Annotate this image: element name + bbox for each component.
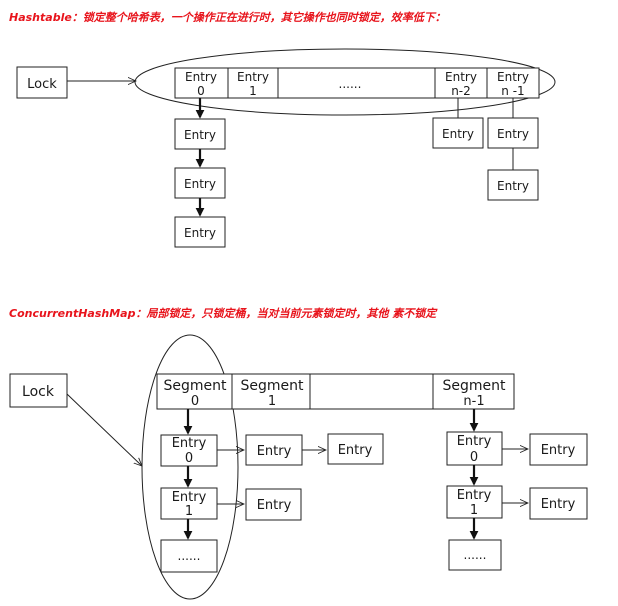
hashtable-diagram: Lock Entry 0 Entry 1 ...... Entry n-2 En…	[16, 48, 556, 248]
hashtable-cell-n-2-index: n-2	[451, 84, 471, 98]
hashtable-chain-n-1-entry-b	[487, 169, 539, 201]
concurrent-segn-row0-entry-label: Entry	[541, 443, 576, 458]
concurrent-lock-label: Lock	[22, 384, 55, 400]
concurrent-segn-row0-entry	[529, 433, 588, 466]
concurrent-segn-row1-entry-label: Entry	[541, 497, 576, 512]
concurrent-lock-oval	[141, 334, 239, 600]
concurrent-seg0-entry-0-index: 0	[185, 451, 193, 466]
concurrent-segn-ellipsis-label: ......	[464, 548, 487, 562]
concurrent-heading: ConcurrentHashMap：局部锁定，只锁定桶，当对当前元素锁定时，其他…	[9, 307, 437, 320]
concurrent-segn-ellipsis-box	[448, 539, 502, 571]
concurrent-segment-1	[231, 373, 311, 410]
concurrent-segment-n-1-label: Segment	[443, 378, 507, 394]
concurrent-segment-0	[156, 373, 233, 410]
hashtable-heading: Hashtable：锁定整个哈希表，一个操作正在进行时，其它操作也同时锁定，效率…	[9, 11, 446, 24]
hashtable-chain-0-entry-a-label: Entry	[184, 128, 216, 142]
hashtable-chain-0-entry-c-label: Entry	[184, 226, 216, 240]
concurrent-lock-box	[9, 373, 68, 408]
hashtable-cell-n-2-label: Entry	[445, 70, 477, 84]
hashtable-chain-n-1-entry-b-label: Entry	[497, 179, 529, 193]
hashtable-chain-n-1-entry-a-label: Entry	[497, 127, 529, 141]
hashtable-chain-0-entry-b-label: Entry	[184, 177, 216, 191]
concurrent-segment-1-index: 1	[268, 394, 276, 409]
concurrent-segn-entry-0-index: 0	[470, 450, 478, 465]
hashtable-chain-0-entry-c	[174, 216, 226, 248]
hashtable-chain-n-2-entry	[432, 117, 484, 149]
hashtable-cell-1-label: Entry	[237, 70, 269, 84]
hashtable-cell-0-label: Entry	[185, 70, 217, 84]
hashtable-cell-n-1-index: n -1	[501, 84, 524, 98]
hashtable-cell-n-1-label: Entry	[497, 70, 529, 84]
concurrent-seg0-row0-entry-b-label: Entry	[338, 443, 373, 458]
concurrent-seg0-ellipsis-box	[160, 539, 218, 573]
concurrent-segn-entry-0-label: Entry	[457, 434, 492, 449]
concurrent-seg0-entry-1-index: 1	[185, 504, 193, 519]
concurrent-segment-n-1-index: n-1	[463, 394, 484, 409]
hashtable-cell-ellipsis	[277, 67, 436, 99]
concurrent-segn-entry-1-label: Entry	[457, 488, 492, 503]
concurrent-segn-entry-1	[446, 485, 503, 519]
hashtable-cell-ellipsis-label: ......	[339, 77, 362, 91]
hashtable-cell-n-2	[434, 67, 488, 99]
hashtable-chain-n-1-entry-a	[487, 117, 539, 149]
hashtable-chain-0-entry-a	[174, 118, 226, 150]
hashtable-cell-1	[227, 67, 279, 99]
hashtable-chain-n-2-entry-label: Entry	[442, 127, 474, 141]
hashtable-lock-label: Lock	[27, 77, 57, 92]
concurrent-seg0-ellipsis-label: ......	[178, 549, 201, 563]
hashtable-lock-box	[16, 66, 68, 99]
concurrent-seg0-entry-0-label: Entry	[172, 436, 207, 451]
hashtable-cell-0-index: 0	[197, 84, 205, 98]
hashtable-cell-n-1	[486, 67, 540, 99]
concurrent-segment-1-label: Segment	[241, 378, 305, 394]
concurrent-segn-row1-entry	[529, 487, 588, 520]
concurrent-segment-empty	[309, 373, 434, 410]
concurrent-segment-0-index: 0	[191, 394, 199, 409]
concurrent-seg0-entry-1	[160, 487, 218, 520]
concurrent-seg0-row0-entry-a-label: Entry	[257, 444, 292, 459]
concurrent-segment-n-1	[432, 373, 515, 410]
concurrent-lock-arrow	[66, 393, 142, 466]
hashtable-chain-0-entry-b	[174, 167, 226, 199]
concurrent-segn-entry-1-index: 1	[470, 503, 478, 518]
hashtable-cell-1-index: 1	[249, 84, 257, 98]
concurrent-segment-0-label: Segment	[164, 378, 228, 394]
hashtable-lock-oval	[134, 48, 556, 116]
concurrent-seg0-row0-entry-b	[327, 433, 384, 465]
concurrent-diagram: Lock Segment 0 Segment 1 Segment n-1 Ent…	[9, 334, 588, 600]
concurrent-seg0-row1-entry-label: Entry	[257, 498, 292, 513]
concurrent-seg0-row1-entry	[245, 488, 302, 521]
concurrent-seg0-entry-1-label: Entry	[172, 490, 207, 505]
